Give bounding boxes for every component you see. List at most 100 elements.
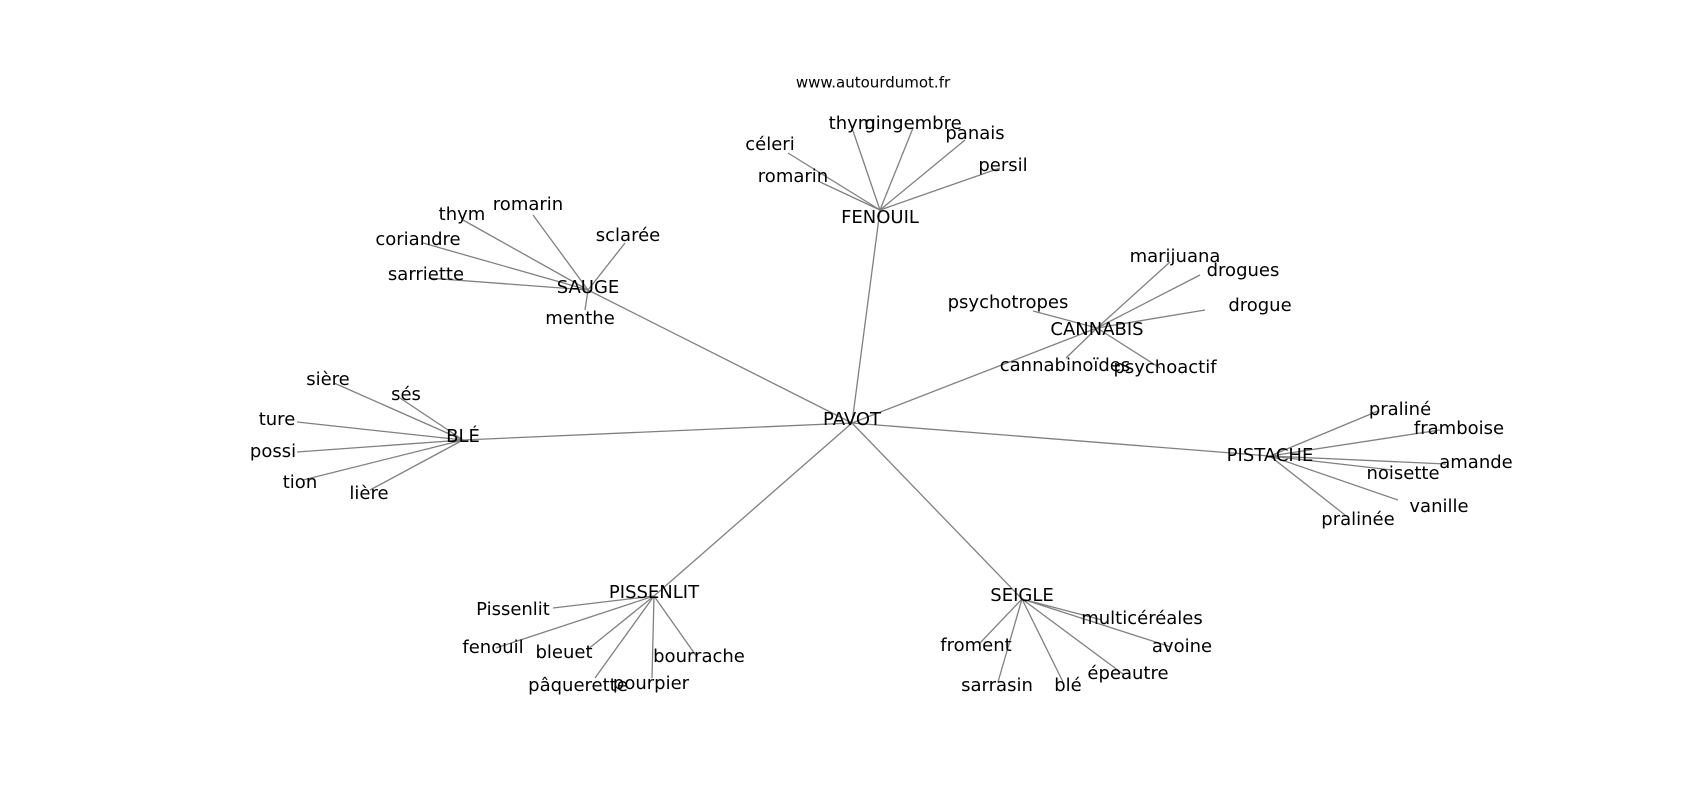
leaf-node-pissenlit-bourrache: bourrache xyxy=(653,646,745,667)
edge-seigle-froment xyxy=(979,598,1023,644)
edge-fenouil-celeri xyxy=(787,152,881,211)
edge-cannabis-cannabinoides xyxy=(1065,327,1098,359)
leaf-node-pistache-pralinee: pralinée xyxy=(1321,509,1394,530)
leaf-node-fenouil-gingembre: gingembre xyxy=(864,113,961,134)
leaf-node-pissenlit-pourpier: pourpier xyxy=(613,673,690,694)
edge-pavot-sauge xyxy=(587,289,853,424)
edge-pissenlit-bleuet xyxy=(586,595,655,651)
edge-ble-possi xyxy=(296,439,464,453)
edge-pissenlit-paquerette xyxy=(594,595,655,679)
edge-ble-siere xyxy=(333,382,464,441)
leaf-node-seigle-avoine: avoine xyxy=(1152,636,1212,657)
leaf-node-cannabis-cannabinoides: cannabinoïdes xyxy=(1000,355,1131,376)
edge-fenouil-panais xyxy=(879,139,966,211)
edge-pistache-praline xyxy=(1269,410,1379,457)
leaf-node-fenouil-romarin: romarin xyxy=(758,166,828,187)
leaf-node-ble-ture: ture xyxy=(259,409,296,430)
hub-node-sauge: SAUGE xyxy=(557,277,620,298)
edge-pistache-amande xyxy=(1269,455,1447,465)
leaf-node-seigle-ble: blé xyxy=(1054,675,1082,696)
edge-fenouil-persil xyxy=(879,167,1001,211)
leaf-node-cannabis-drogue: drogue xyxy=(1228,295,1291,316)
leaf-node-fenouil-celeri: céleri xyxy=(745,134,794,155)
leaf-node-sauge-coriandre: coriandre xyxy=(375,229,460,250)
hub-node-cannabis: CANNABIS xyxy=(1050,319,1143,340)
leaf-node-sauge-menthe: menthe xyxy=(545,308,615,329)
edge-fenouil-romarin xyxy=(819,181,881,211)
edge-pissenlit-bourrache xyxy=(653,595,698,658)
graph-nodes: PAVOTFENOUILcélerithymgingembrepanaisper… xyxy=(250,113,1513,696)
leaf-node-sauge-thym: thym xyxy=(439,204,486,225)
leaf-node-pistache-amande: amande xyxy=(1439,452,1513,473)
leaf-node-seigle-multicereales: multicéréales xyxy=(1081,608,1203,629)
edge-fenouil-gingembre xyxy=(879,127,914,211)
edge-seigle-epeautre xyxy=(1021,598,1124,675)
leaf-node-seigle-epeautre: épeautre xyxy=(1087,663,1168,684)
edge-pissenlit-pissenlit xyxy=(552,595,655,609)
edge-cannabis-drogues xyxy=(1096,274,1201,329)
edge-pissenlit-fenouil xyxy=(495,595,655,649)
edge-pissenlit-pourpier xyxy=(651,595,655,679)
leaf-node-sauge-sclaree: sclarée xyxy=(596,225,660,246)
leaf-node-ble-siere: sière xyxy=(306,369,350,390)
edge-pistache-framboise xyxy=(1269,429,1441,457)
hub-node-ble: BLÉ xyxy=(446,425,480,447)
edge-seigle-ble xyxy=(1021,598,1064,683)
leaf-node-fenouil-persil: persil xyxy=(978,155,1027,176)
leaf-node-sauge-romarin: romarin xyxy=(493,194,563,215)
edge-sauge-sarriette xyxy=(427,277,589,291)
edge-pavot-cannabis xyxy=(851,327,1098,424)
leaf-node-pissenlit-fenouil: fenouil xyxy=(462,637,523,658)
leaf-node-fenouil-panais: panais xyxy=(945,123,1004,144)
leaf-node-pistache-praline: praliné xyxy=(1369,399,1431,420)
edge-cannabis-drogue xyxy=(1096,309,1206,329)
leaf-node-ble-liere: lière xyxy=(349,483,388,504)
edge-pavot-ble xyxy=(462,422,853,441)
hub-node-fenouil: FENOUIL xyxy=(841,207,919,228)
edge-pavot-fenouil xyxy=(851,209,881,424)
leaf-node-pissenlit-paquerette: pâquerette xyxy=(528,675,628,696)
leaf-node-pistache-vanille: vanille xyxy=(1409,496,1468,517)
leaf-node-seigle-froment: froment xyxy=(940,635,1011,656)
leaf-node-ble-possi: possi xyxy=(250,441,296,462)
edge-sauge-thym xyxy=(462,219,589,291)
edge-sauge-romarin xyxy=(532,214,589,291)
edge-sauge-sclaree xyxy=(587,242,626,291)
leaf-node-cannabis-psychoactif: psychoactif xyxy=(1113,357,1217,378)
edge-fenouil-thym xyxy=(851,127,881,211)
graph-edges xyxy=(296,127,1447,683)
edge-pavot-pissenlit xyxy=(653,422,853,597)
leaf-node-cannabis-psychotropes: psychotropes xyxy=(948,292,1069,313)
edge-seigle-sarrasin xyxy=(997,598,1023,683)
edge-ble-ses xyxy=(399,397,464,441)
edge-ble-ture xyxy=(296,421,464,441)
edge-seigle-multicereales xyxy=(1021,598,1103,621)
edge-cannabis-psychoactif xyxy=(1096,327,1161,369)
edge-pistache-vanille xyxy=(1269,455,1399,501)
hub-node-seigle: SEIGLE xyxy=(990,585,1053,606)
node-pavot: PAVOT xyxy=(823,409,882,430)
leaf-node-ble-tion: tion xyxy=(283,472,317,493)
watermark-text: www.autourdumot.fr xyxy=(796,74,951,92)
leaf-node-pistache-noisette: noisette xyxy=(1366,463,1439,484)
edge-pistache-noisette xyxy=(1269,455,1393,471)
edge-cannabis-psychotropes xyxy=(1032,310,1098,329)
edge-ble-liere xyxy=(369,439,464,491)
edge-ble-tion xyxy=(302,439,464,481)
hub-node-pissenlit: PISSENLIT xyxy=(609,582,700,603)
edge-sauge-menthe xyxy=(584,289,589,311)
leaf-node-fenouil-thym: thym xyxy=(829,113,876,134)
edge-sauge-coriandre xyxy=(422,242,589,291)
leaf-node-pissenlit-pissenlit: Pissenlit xyxy=(476,599,550,620)
edge-cannabis-marijuana xyxy=(1096,261,1171,329)
edge-pavot-seigle xyxy=(851,422,1023,600)
edge-pavot-pistache xyxy=(851,422,1271,457)
leaf-node-pissenlit-bleuet: bleuet xyxy=(535,642,592,663)
leaf-node-cannabis-drogues: drogues xyxy=(1207,260,1280,281)
leaf-node-seigle-sarrasin: sarrasin xyxy=(961,675,1033,696)
leaf-node-ble-ses: sés xyxy=(391,384,421,405)
edge-pistache-pralinee xyxy=(1269,455,1346,516)
leaf-node-cannabis-marijuana: marijuana xyxy=(1130,246,1221,267)
edge-seigle-avoine xyxy=(1021,598,1172,648)
